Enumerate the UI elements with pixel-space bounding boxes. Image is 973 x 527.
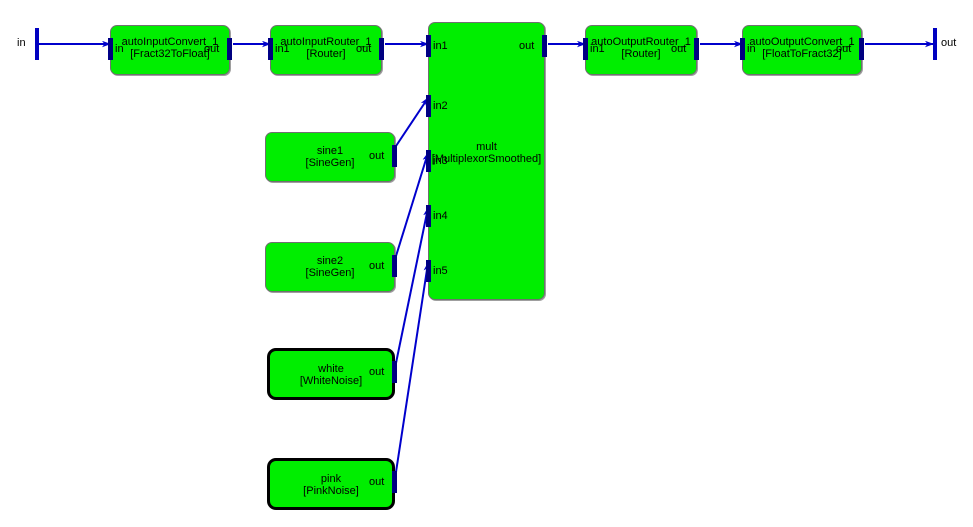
connection-w-white-to-in4[interactable] <box>395 207 430 364</box>
port-label-out-autoOutputConvert_1-out: out <box>836 43 852 55</box>
block-name-autoInputConvert_1: autoInputConvert_1 <box>121 36 219 48</box>
port-out-white-out[interactable] <box>392 361 397 383</box>
port-out-autoInputConvert_1-out[interactable] <box>227 38 232 60</box>
block-name-autoInputRouter_1: autoInputRouter_1 <box>280 36 372 48</box>
port-in-mult-in3[interactable] <box>426 150 431 172</box>
block-type-sine2: [SineGen] <box>305 267 355 279</box>
port-label-in-mult-in4: in4 <box>433 210 448 222</box>
block-type-autoOutputRouter_1: [Router] <box>621 48 661 60</box>
port-in-mult-in5[interactable] <box>426 260 431 282</box>
block-label-white: white[WhiteNoise] <box>270 363 392 387</box>
port-label-in-mult-in3: in3 <box>433 155 448 167</box>
block-type-pink: [PinkNoise] <box>303 485 359 497</box>
port-label-in-mult-in2: in2 <box>433 100 448 112</box>
block-label-mult: mult[MultiplexorSmoothed] <box>429 141 544 165</box>
port-label-out-pink-out: out <box>369 476 385 488</box>
block-name-sine1: sine1 <box>316 145 344 157</box>
port-in-autoInputConvert_1-in[interactable] <box>108 38 113 60</box>
port-label-out-sine2-out: out <box>369 260 385 272</box>
port-label-out-autoOutputRouter_1-out: out <box>671 43 687 55</box>
port-label-out-mult-out: out <box>519 40 535 52</box>
port-label-in-autoOutputConvert_1-in: in <box>747 43 756 55</box>
port-in-mult-in4[interactable] <box>426 205 431 227</box>
port-out-autoOutputRouter_1-out[interactable] <box>694 38 699 60</box>
block-label-autoInputConvert_1: autoInputConvert_1[Fract32ToFloat] <box>111 36 229 60</box>
block-label-autoInputRouter_1: autoInputRouter_1[Router] <box>271 36 381 60</box>
block-type-mult: [MultiplexorSmoothed] <box>431 153 542 165</box>
port-label-in-autoInputRouter_1-in1: in1 <box>275 43 290 55</box>
block-type-white: [WhiteNoise] <box>299 375 363 387</box>
block-autoOutputConvert_1[interactable]: autoOutputConvert_1[FloatToFract32] <box>742 25 862 75</box>
port-out-pink-out[interactable] <box>392 471 397 493</box>
port-label-in-mult-in5: in5 <box>433 265 448 277</box>
block-mult[interactable]: mult[MultiplexorSmoothed] <box>428 22 545 300</box>
block-type-sine1: [SineGen] <box>305 157 355 169</box>
port-in-autoInputRouter_1-in1[interactable] <box>268 38 273 60</box>
port-label-in-autoInputConvert_1-in: in <box>115 43 124 55</box>
block-name-sine2: sine2 <box>316 255 344 267</box>
block-name-mult: mult <box>476 141 497 153</box>
port-in-mult-in2[interactable] <box>426 95 431 117</box>
block-autoOutputRouter_1[interactable]: autoOutputRouter_1[Router] <box>585 25 697 75</box>
port-in-autoOutputRouter_1-in1[interactable] <box>583 38 588 60</box>
block-label-autoOutputConvert_1: autoOutputConvert_1[FloatToFract32] <box>743 36 861 60</box>
block-name-autoOutputRouter_1: autoOutputRouter_1 <box>591 36 691 48</box>
block-type-autoOutputConvert_1: [FloatToFract32] <box>762 48 842 60</box>
port-out-autoInputRouter_1-out[interactable] <box>379 38 384 60</box>
port-label-in-autoOutputRouter_1-in1: in1 <box>590 43 605 55</box>
block-autoInputConvert_1[interactable]: autoInputConvert_1[Fract32ToFloat] <box>110 25 230 75</box>
port-in-mult-in1[interactable] <box>426 35 431 57</box>
block-label-sine1: sine1[SineGen] <box>266 145 394 169</box>
block-name-autoOutputConvert_1: autoOutputConvert_1 <box>749 36 855 48</box>
block-sine1[interactable]: sine1[SineGen] <box>265 132 395 182</box>
port-out-mult-out[interactable] <box>542 35 547 57</box>
connection-w-sine2-to-in3[interactable] <box>395 152 429 257</box>
port-out-sine2-out[interactable] <box>392 255 397 277</box>
block-sine2[interactable]: sine2[SineGen] <box>265 242 395 292</box>
port-out-autoOutputConvert_1-out[interactable] <box>859 38 864 60</box>
port-in-autoOutputConvert_1-in[interactable] <box>740 38 745 60</box>
block-type-autoInputConvert_1: [Fract32ToFloat] <box>130 48 210 60</box>
connection-w-sine1-to-in2[interactable] <box>395 97 429 147</box>
block-label-sine2: sine2[SineGen] <box>266 255 394 279</box>
terminal-graph-out[interactable] <box>933 28 937 60</box>
block-name-white: white <box>318 363 344 375</box>
port-out-sine1-out[interactable] <box>392 145 397 167</box>
block-type-autoInputRouter_1: [Router] <box>306 48 346 60</box>
port-label-out-sine1-out: out <box>369 150 385 162</box>
block-label-pink: pink[PinkNoise] <box>270 473 392 497</box>
terminal-graph-in[interactable] <box>35 28 39 60</box>
terminal-label-graph-out: out <box>941 37 957 49</box>
block-white[interactable]: white[WhiteNoise] <box>267 348 395 400</box>
block-label-autoOutputRouter_1: autoOutputRouter_1[Router] <box>586 36 696 60</box>
block-name-pink: pink <box>320 473 342 485</box>
port-label-out-autoInputRouter_1-out: out <box>356 43 372 55</box>
port-label-out-white-out: out <box>369 366 385 378</box>
block-pink[interactable]: pink[PinkNoise] <box>267 458 395 510</box>
port-label-in-mult-in1: in1 <box>433 40 448 52</box>
connection-w-pink-to-in5[interactable] <box>395 262 430 473</box>
port-label-out-autoInputConvert_1-out: out <box>204 43 220 55</box>
terminal-label-graph-in: in <box>17 37 26 49</box>
